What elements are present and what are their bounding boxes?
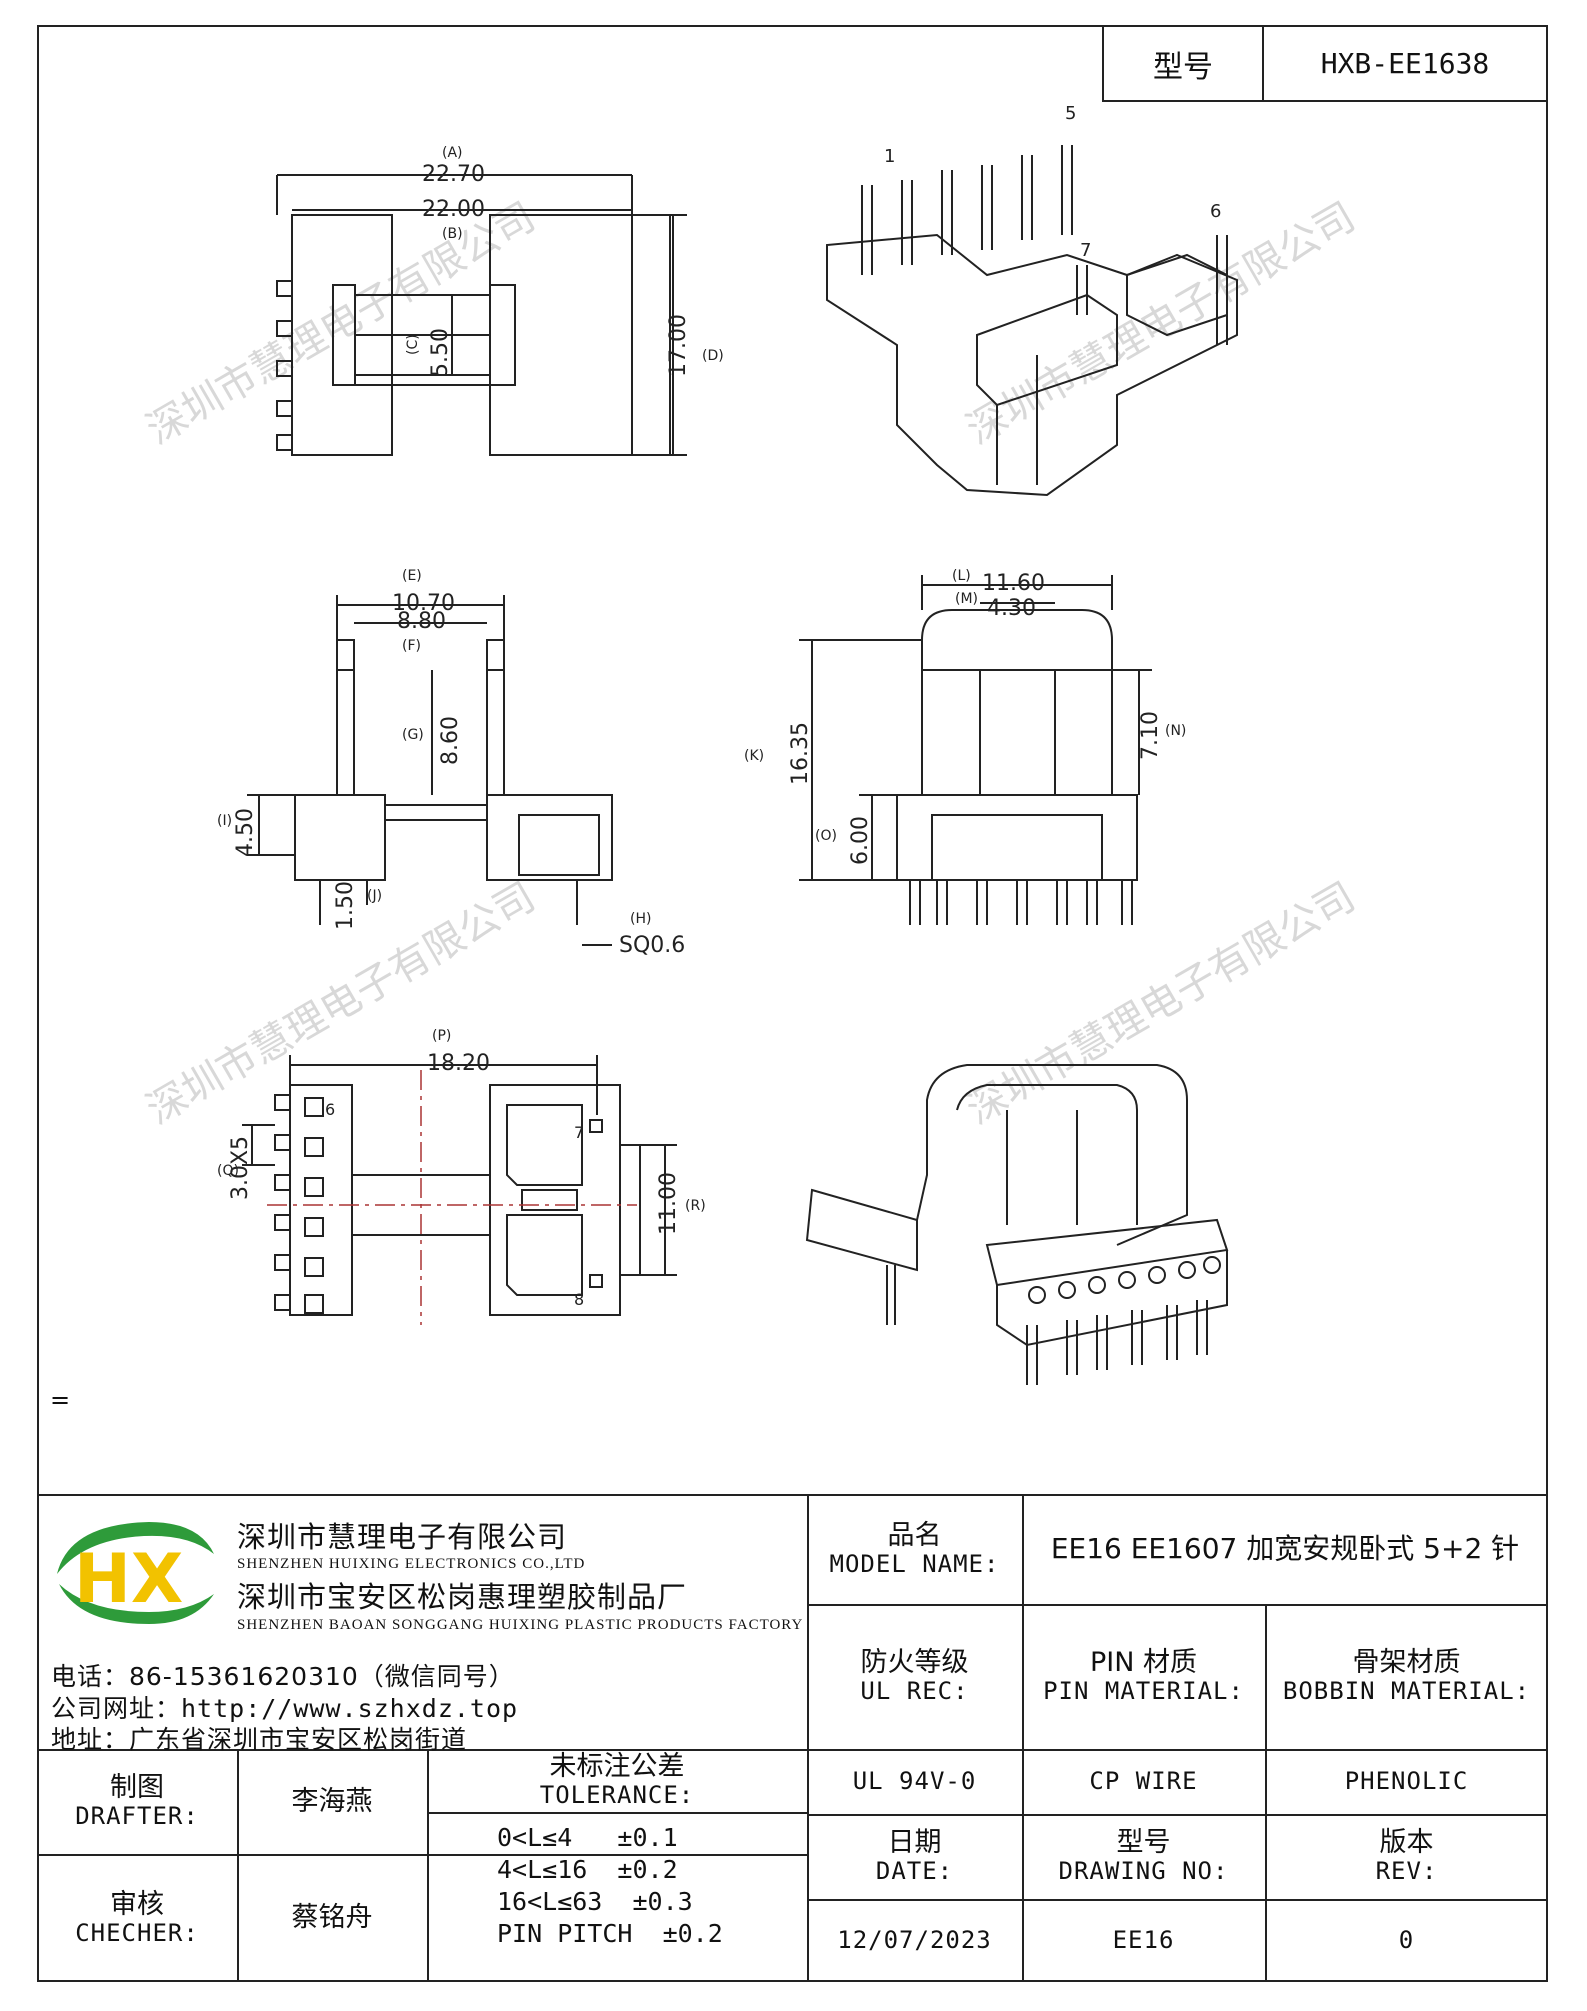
dim-j-value: 1.50 [333, 881, 358, 930]
dim-o-label: (O) [815, 828, 837, 844]
ul-rec-label: 防火等级 UL REC: [860, 1647, 969, 1706]
factory-name-cn: 深圳市宝安区松岗惠理塑胶制品厂 [237, 1580, 688, 1614]
tolerance-row: 16<L≤63 ±0.3 [497, 1887, 693, 1916]
dim-h-label: (H) [630, 911, 651, 927]
date-label: 日期 DATE: [875, 1827, 954, 1886]
dim-g-label: (G) [402, 727, 424, 743]
dim-k-value: 16.35 [788, 722, 813, 785]
front-view [247, 595, 613, 946]
model-label: 型号 [1104, 27, 1264, 100]
bobbin-material-label: 骨架材质 BOBBIN MATERIAL: [1282, 1647, 1531, 1706]
drawing-no-label: 型号 DRAWING NO: [1058, 1827, 1229, 1886]
dim-r-value: 11.00 [656, 1172, 681, 1235]
company-info: HX 深圳市慧理电子有限公司 SHENZHEN HUIXING ELECTRON… [37, 1494, 807, 1754]
checker-name: 蔡铭舟 [291, 1902, 373, 1934]
dim-g-value: 8.60 [438, 716, 463, 765]
dim-n-label: (N) [1165, 723, 1186, 739]
pin-label-7: 7 [1080, 240, 1091, 261]
pin-material-label: PIN 材质 PIN MATERIAL: [1043, 1647, 1244, 1706]
bottom-pin-8: 8 [574, 1290, 584, 1309]
ul-rec-value: UL 94V-0 [852, 1766, 977, 1795]
dim-e-label: (E) [402, 568, 422, 584]
pin-label-6: 6 [1210, 201, 1221, 222]
watermark-1: 深圳市慧理电子有限公司 [139, 194, 543, 454]
pin-label-5: 5 [1065, 103, 1076, 124]
model-number-box: 型号 HXB-EE1638 [1102, 25, 1548, 102]
date-value: 12/07/2023 [837, 1925, 992, 1954]
tolerance-row: 0<L≤4 ±0.1 [497, 1823, 678, 1852]
model-name-label: 品名 MODEL NAME: [829, 1519, 1000, 1578]
dim-n-value: 7.10 [1138, 711, 1163, 760]
company-phone: 电话：86-15361620310（微信同号） [51, 1662, 515, 1691]
pin-material-value: CP WIRE [1089, 1766, 1198, 1795]
dim-h-value: SQ0.6 [619, 933, 685, 958]
watermark-4: 深圳市慧理电子有限公司 [959, 874, 1363, 1134]
factory-name-en: SHENZHEN BAOAN SONGGANG HUIXING PLASTIC … [237, 1617, 804, 1633]
pin-label-1: 1 [884, 146, 895, 167]
dim-d-value: 17.00 [666, 314, 691, 377]
company-website: 公司网址：http://www.szhxdz.top [51, 1694, 519, 1723]
dim-c-value: 5.50 [428, 328, 453, 377]
tolerance-row: PIN PITCH ±0.2 [497, 1919, 723, 1948]
dim-a-label: (A) [442, 145, 463, 161]
dim-f-value: 8.80 [397, 609, 446, 634]
rev-value: 0 [1398, 1925, 1415, 1954]
dim-d-label: (D) [702, 348, 724, 364]
dim-b-value: 22.00 [422, 197, 485, 222]
dim-q-label: (Q) [217, 1163, 239, 1179]
equals-mark: = [50, 1386, 71, 1414]
top-view [276, 174, 687, 456]
dim-a-value: 22.70 [422, 162, 485, 187]
tolerance-row: 4<L≤16 ±0.2 [497, 1855, 678, 1884]
company-address: 地址：广东省深圳市宝安区松岗街道 [51, 1725, 468, 1754]
company-name-cn: 深圳市慧理电子有限公司 [237, 1520, 568, 1554]
tolerance-table: 0<L≤4 ±0.1 4<L≤16 ±0.2 16<L≤63 ±0.3 PIN … [497, 1822, 723, 1950]
dim-r-label: (R) [685, 1198, 706, 1214]
dim-o-value: 6.00 [848, 816, 873, 865]
bobbin-material-value: PHENOLIC [1344, 1766, 1469, 1795]
iso-view-bottom [805, 1064, 1229, 1385]
watermark-2: 深圳市慧理电子有限公司 [959, 194, 1363, 454]
dim-i-label: (I) [217, 813, 232, 829]
drafter-label: 制图 DRAFTER: [75, 1772, 199, 1831]
title-block: HX 深圳市慧理电子有限公司 SHENZHEN HUIXING ELECTRON… [37, 1494, 1548, 1982]
watermarks: 深圳市慧理电子有限公司 深圳市慧理电子有限公司 深圳市慧理电子有限公司 深圳市慧… [139, 194, 1363, 1134]
dim-k-label: (K) [744, 748, 764, 764]
drafter-name: 李海燕 [291, 1785, 373, 1817]
model-value: HXB-EE1638 [1320, 47, 1490, 80]
dim-e-value: 10.70 [392, 591, 455, 616]
company-name-en: SHENZHEN HUIXING ELECTRONICS CO.,LTD [237, 1556, 586, 1572]
dim-q-value: 3.0X5 [228, 1136, 253, 1200]
dim-b-label: (B) [442, 226, 463, 242]
dim-l-label: (L) [952, 568, 971, 584]
model-name-value: EE16 EE1607 加宽安规卧式 5+2 针 [1050, 1531, 1520, 1565]
iso-view-top [826, 145, 1238, 497]
bottom-pin-6: 6 [325, 1100, 335, 1119]
dim-j-label: (J) [367, 888, 382, 904]
dim-c-label: (C) [405, 334, 421, 355]
checker-label: 审核 CHECHER: [75, 1888, 199, 1947]
drawing-no-value: EE16 [1112, 1925, 1175, 1954]
dim-p-label: (P) [432, 1028, 451, 1044]
tolerance-label: 未标注公差 TOLERANCE: [539, 1751, 695, 1810]
side-view [799, 575, 1152, 925]
company-logo: HX [57, 1522, 214, 1624]
dim-l-value: 11.60 [982, 571, 1045, 596]
dim-p-value: 18.20 [427, 1051, 490, 1076]
bottom-pin-7: 7 [574, 1123, 584, 1142]
logo-letters: HX [74, 1540, 183, 1619]
dim-i-value: 4.50 [233, 808, 258, 857]
bottom-view [242, 1055, 677, 1325]
drawing-frame [37, 25, 1548, 1982]
rev-label: 版本 REV: [1375, 1827, 1438, 1886]
dim-m-label: (M) [955, 591, 978, 607]
dim-m-value: 4.30 [987, 596, 1036, 621]
dim-f-label: (F) [402, 638, 421, 654]
technical-drawing: 深圳市慧理电子有限公司 深圳市慧理电子有限公司 深圳市慧理电子有限公司 深圳市慧… [139, 103, 1363, 1385]
